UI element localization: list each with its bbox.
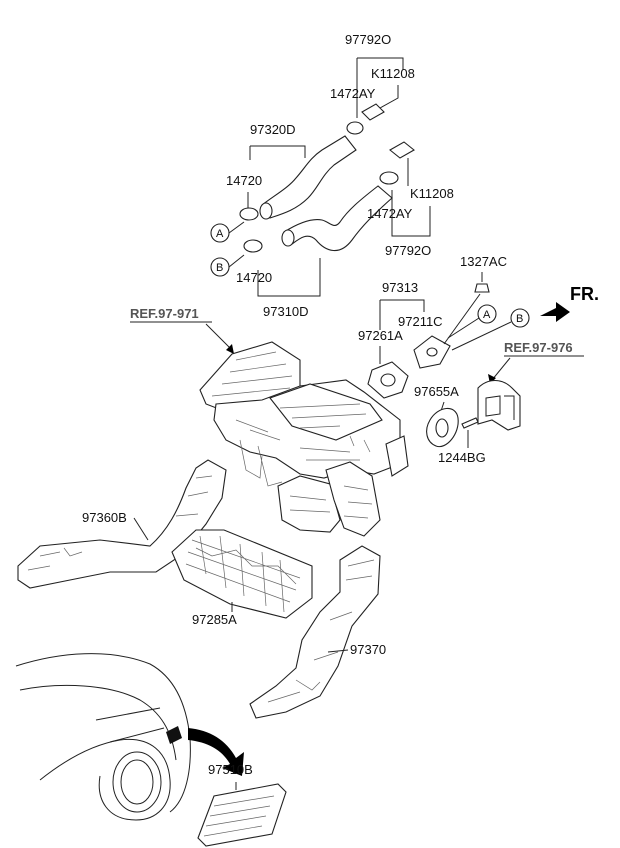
ref-97-971-arrowhead [226, 344, 234, 354]
clip-part-k11208-top [361, 103, 385, 121]
duct-part-ref-97-976 [477, 379, 521, 431]
clamp-part-1472ay-mid [379, 171, 399, 185]
front-direction-label: FR. [570, 284, 599, 304]
gasket-hole-97261a [380, 373, 396, 387]
marker-b-left: B [216, 262, 223, 274]
hose-end-97310d [281, 229, 295, 247]
label-97792o-mid: 97792O [385, 243, 431, 258]
label-1472ay-mid: 1472AY [367, 206, 413, 221]
seal-hole-97655a [435, 418, 449, 438]
ref-97-971-leader [205, 323, 233, 351]
leader-97310d [257, 258, 321, 297]
label-k11208-mid: K11208 [410, 186, 454, 201]
label-14720-a: 14720 [226, 173, 262, 188]
leader-k11208-top [379, 85, 399, 109]
clip-part-k11208-mid [389, 141, 415, 159]
duct-detail-97370 [267, 559, 375, 703]
ref-97-976: REF.97-976 [504, 340, 573, 355]
leader-97792o-mid [391, 190, 431, 237]
hose-part-97320d [261, 135, 357, 219]
label-1244bg: 1244BG [438, 450, 486, 465]
label-97211c: 97211C [398, 314, 443, 329]
nut-part-1327ac [474, 283, 490, 293]
tray-detail-97285a [185, 535, 301, 613]
label-97510b: 97510B [208, 762, 253, 777]
label-97320d: 97320D [250, 122, 296, 137]
label-97792o-top: 97792O [345, 32, 391, 47]
leader-marker-a [228, 221, 245, 234]
ref-97-971: REF.97-971 [130, 306, 199, 321]
leader-97370 [327, 649, 349, 653]
label-1472ay-top: 1472AY [330, 86, 376, 101]
leader-marker-b-right [451, 321, 512, 351]
plate-hole-97211c [426, 347, 438, 357]
duct-part-97370 [249, 545, 381, 719]
vent-detail-97510b [203, 795, 275, 837]
leader-97320d [249, 145, 306, 160]
label-97370: 97370 [350, 642, 386, 657]
label-k11208-top: K11208 [371, 66, 415, 81]
label-97360b: 97360B [82, 510, 127, 525]
label-1327ac: 1327AC [460, 254, 507, 269]
label-97313: 97313 [382, 280, 418, 295]
duct-detail-97360b [27, 475, 213, 571]
hose-end-97320d [259, 202, 273, 220]
label-97655a: 97655A [414, 384, 459, 399]
label-97261a: 97261A [358, 328, 403, 343]
leader-marker-b [228, 254, 245, 268]
heater-unit-assembly [199, 341, 409, 537]
vent-part-97510b [197, 783, 287, 847]
marker-b-right-circle [510, 308, 530, 328]
leader-marker-a-right [447, 317, 480, 339]
leader-97313 [379, 299, 425, 330]
leader-97792o-top [356, 57, 404, 118]
label-97285a: 97285A [192, 612, 237, 627]
leader-97360b [133, 517, 149, 541]
clamp-part-14720-a [239, 207, 259, 221]
marker-b-right: B [516, 313, 523, 325]
install-arrow-icon [188, 728, 244, 776]
label-14720-b: 14720 [236, 270, 272, 285]
screw-part-1244bg [461, 417, 479, 429]
front-arrow-icon [540, 302, 570, 322]
label-97310d: 97310D [263, 304, 309, 319]
duct-detail-ref-97-976 [485, 395, 515, 420]
clamp-part-1472ay-top [346, 121, 364, 135]
marker-a-right-circle [477, 304, 497, 324]
leader-1327ac-down [443, 293, 481, 345]
vehicle-rear-illustration [15, 653, 191, 821]
marker-a-left: A [216, 228, 224, 240]
clamp-part-14720-b [243, 239, 263, 253]
ref-97-976-leader [491, 357, 511, 381]
marker-a-right: A [483, 309, 491, 321]
